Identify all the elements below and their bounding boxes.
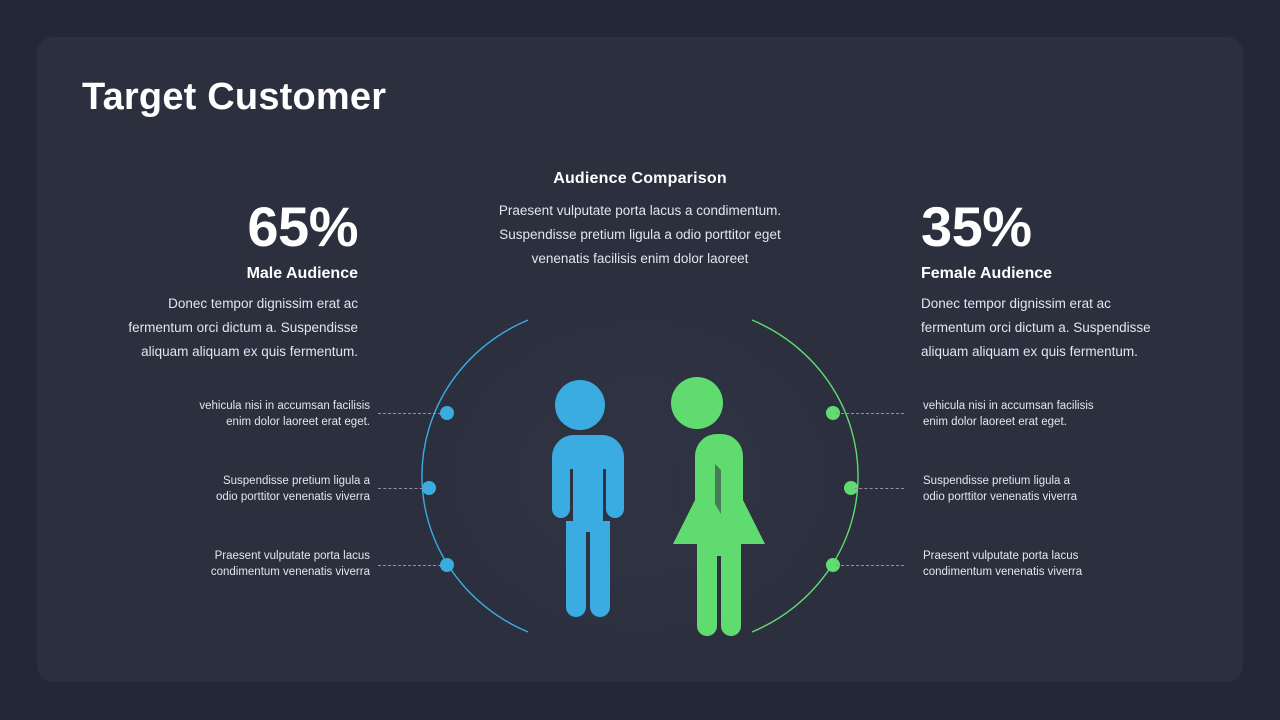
male-label: Male Audience	[246, 265, 358, 282]
callout-right-3: Praesent vulputate porta lacus condiment…	[923, 549, 1153, 580]
callout-line: Praesent vulputate porta lacus	[923, 550, 1079, 562]
callout-right-2: Suspendisse pretium ligula a odio portti…	[923, 474, 1153, 505]
callout-line: Suspendisse pretium ligula a	[923, 475, 1071, 487]
callout-left-2: Suspendisse pretium ligula a odio portti…	[140, 474, 370, 505]
connector-left-1	[378, 413, 446, 414]
audience-comparison-body: Praesent vulputate porta lacus a condime…	[450, 199, 830, 271]
connector-right-3	[836, 565, 904, 566]
connector-left-3	[378, 565, 446, 566]
desc-line: Donec tempor dignissim erat ac	[168, 296, 358, 311]
male-arc-dot	[422, 481, 436, 495]
callout-line: Suspendisse pretium ligula a	[222, 475, 370, 487]
callout-line: Praesent vulputate porta lacus	[214, 550, 370, 562]
callout-left-3: Praesent vulputate porta lacus condiment…	[140, 549, 370, 580]
desc-line: aliquam aliquam ex quis fermentum.	[921, 344, 1138, 359]
center-heading-block: Audience Comparison Praesent vulputate p…	[450, 170, 830, 271]
female-arc-dot	[826, 406, 840, 420]
body-line: venenatis facilisis enim dolor laoreet	[531, 251, 749, 266]
female-arc	[751, 319, 859, 633]
callout-line: odio porttitor venenatis viverra	[215, 490, 370, 503]
male-arc-dot	[440, 406, 454, 420]
desc-line: Donec tempor dignissim erat ac	[921, 296, 1111, 311]
callout-line: enim dolor laoreet erat eget.	[226, 415, 370, 428]
callout-line: condimentum venenatis viverra	[923, 565, 1083, 578]
callout-left-1: vehicula nisi in accumsan facilisis enim…	[140, 399, 370, 430]
desc-line: fermentum orci dictum a. Suspendisse	[128, 320, 358, 335]
connector-right-1	[836, 413, 904, 414]
callout-line: odio porttitor venenatis viverra	[923, 490, 1078, 503]
callout-line: condimentum venenatis viverra	[210, 565, 370, 578]
female-description: Donec tempor dignissim erat ac fermentum…	[921, 292, 1211, 364]
callout-line: vehicula nisi in accumsan facilisis	[923, 400, 1094, 412]
female-arc-dot	[844, 481, 858, 495]
male-arc	[421, 319, 529, 633]
female-label: Female Audience	[921, 265, 1053, 282]
female-arc-dot	[826, 558, 840, 572]
desc-line: fermentum orci dictum a. Suspendisse	[921, 320, 1151, 335]
female-stat-block: 35% Female Audience Donec tempor digniss…	[921, 198, 1211, 364]
female-percent: 35%	[921, 195, 1032, 258]
female-figure-icon	[671, 377, 765, 636]
page-title: Target Customer	[82, 76, 387, 118]
body-line: Praesent vulputate porta lacus a condime…	[498, 203, 782, 218]
audience-comparison-title: Audience Comparison	[553, 170, 727, 187]
callout-line: enim dolor laoreet erat eget.	[923, 415, 1067, 428]
desc-line: aliquam aliquam ex quis fermentum.	[141, 344, 358, 359]
male-figure-icon	[552, 380, 624, 617]
connector-left-2	[378, 488, 428, 489]
callout-right-1: vehicula nisi in accumsan facilisis enim…	[923, 399, 1153, 430]
male-description: Donec tempor dignissim erat ac fermentum…	[68, 292, 358, 364]
callout-line: vehicula nisi in accumsan facilisis	[199, 400, 370, 412]
connector-right-2	[854, 488, 904, 489]
male-stat-block: 65% Male Audience Donec tempor dignissim…	[68, 198, 358, 364]
audience-circle-graphic	[400, 288, 880, 640]
body-line: Suspendisse pretium ligula a odio portti…	[499, 227, 781, 242]
male-arc-dot	[440, 558, 454, 572]
male-percent: 65%	[247, 195, 358, 258]
inner-disc-ring	[472, 316, 808, 636]
